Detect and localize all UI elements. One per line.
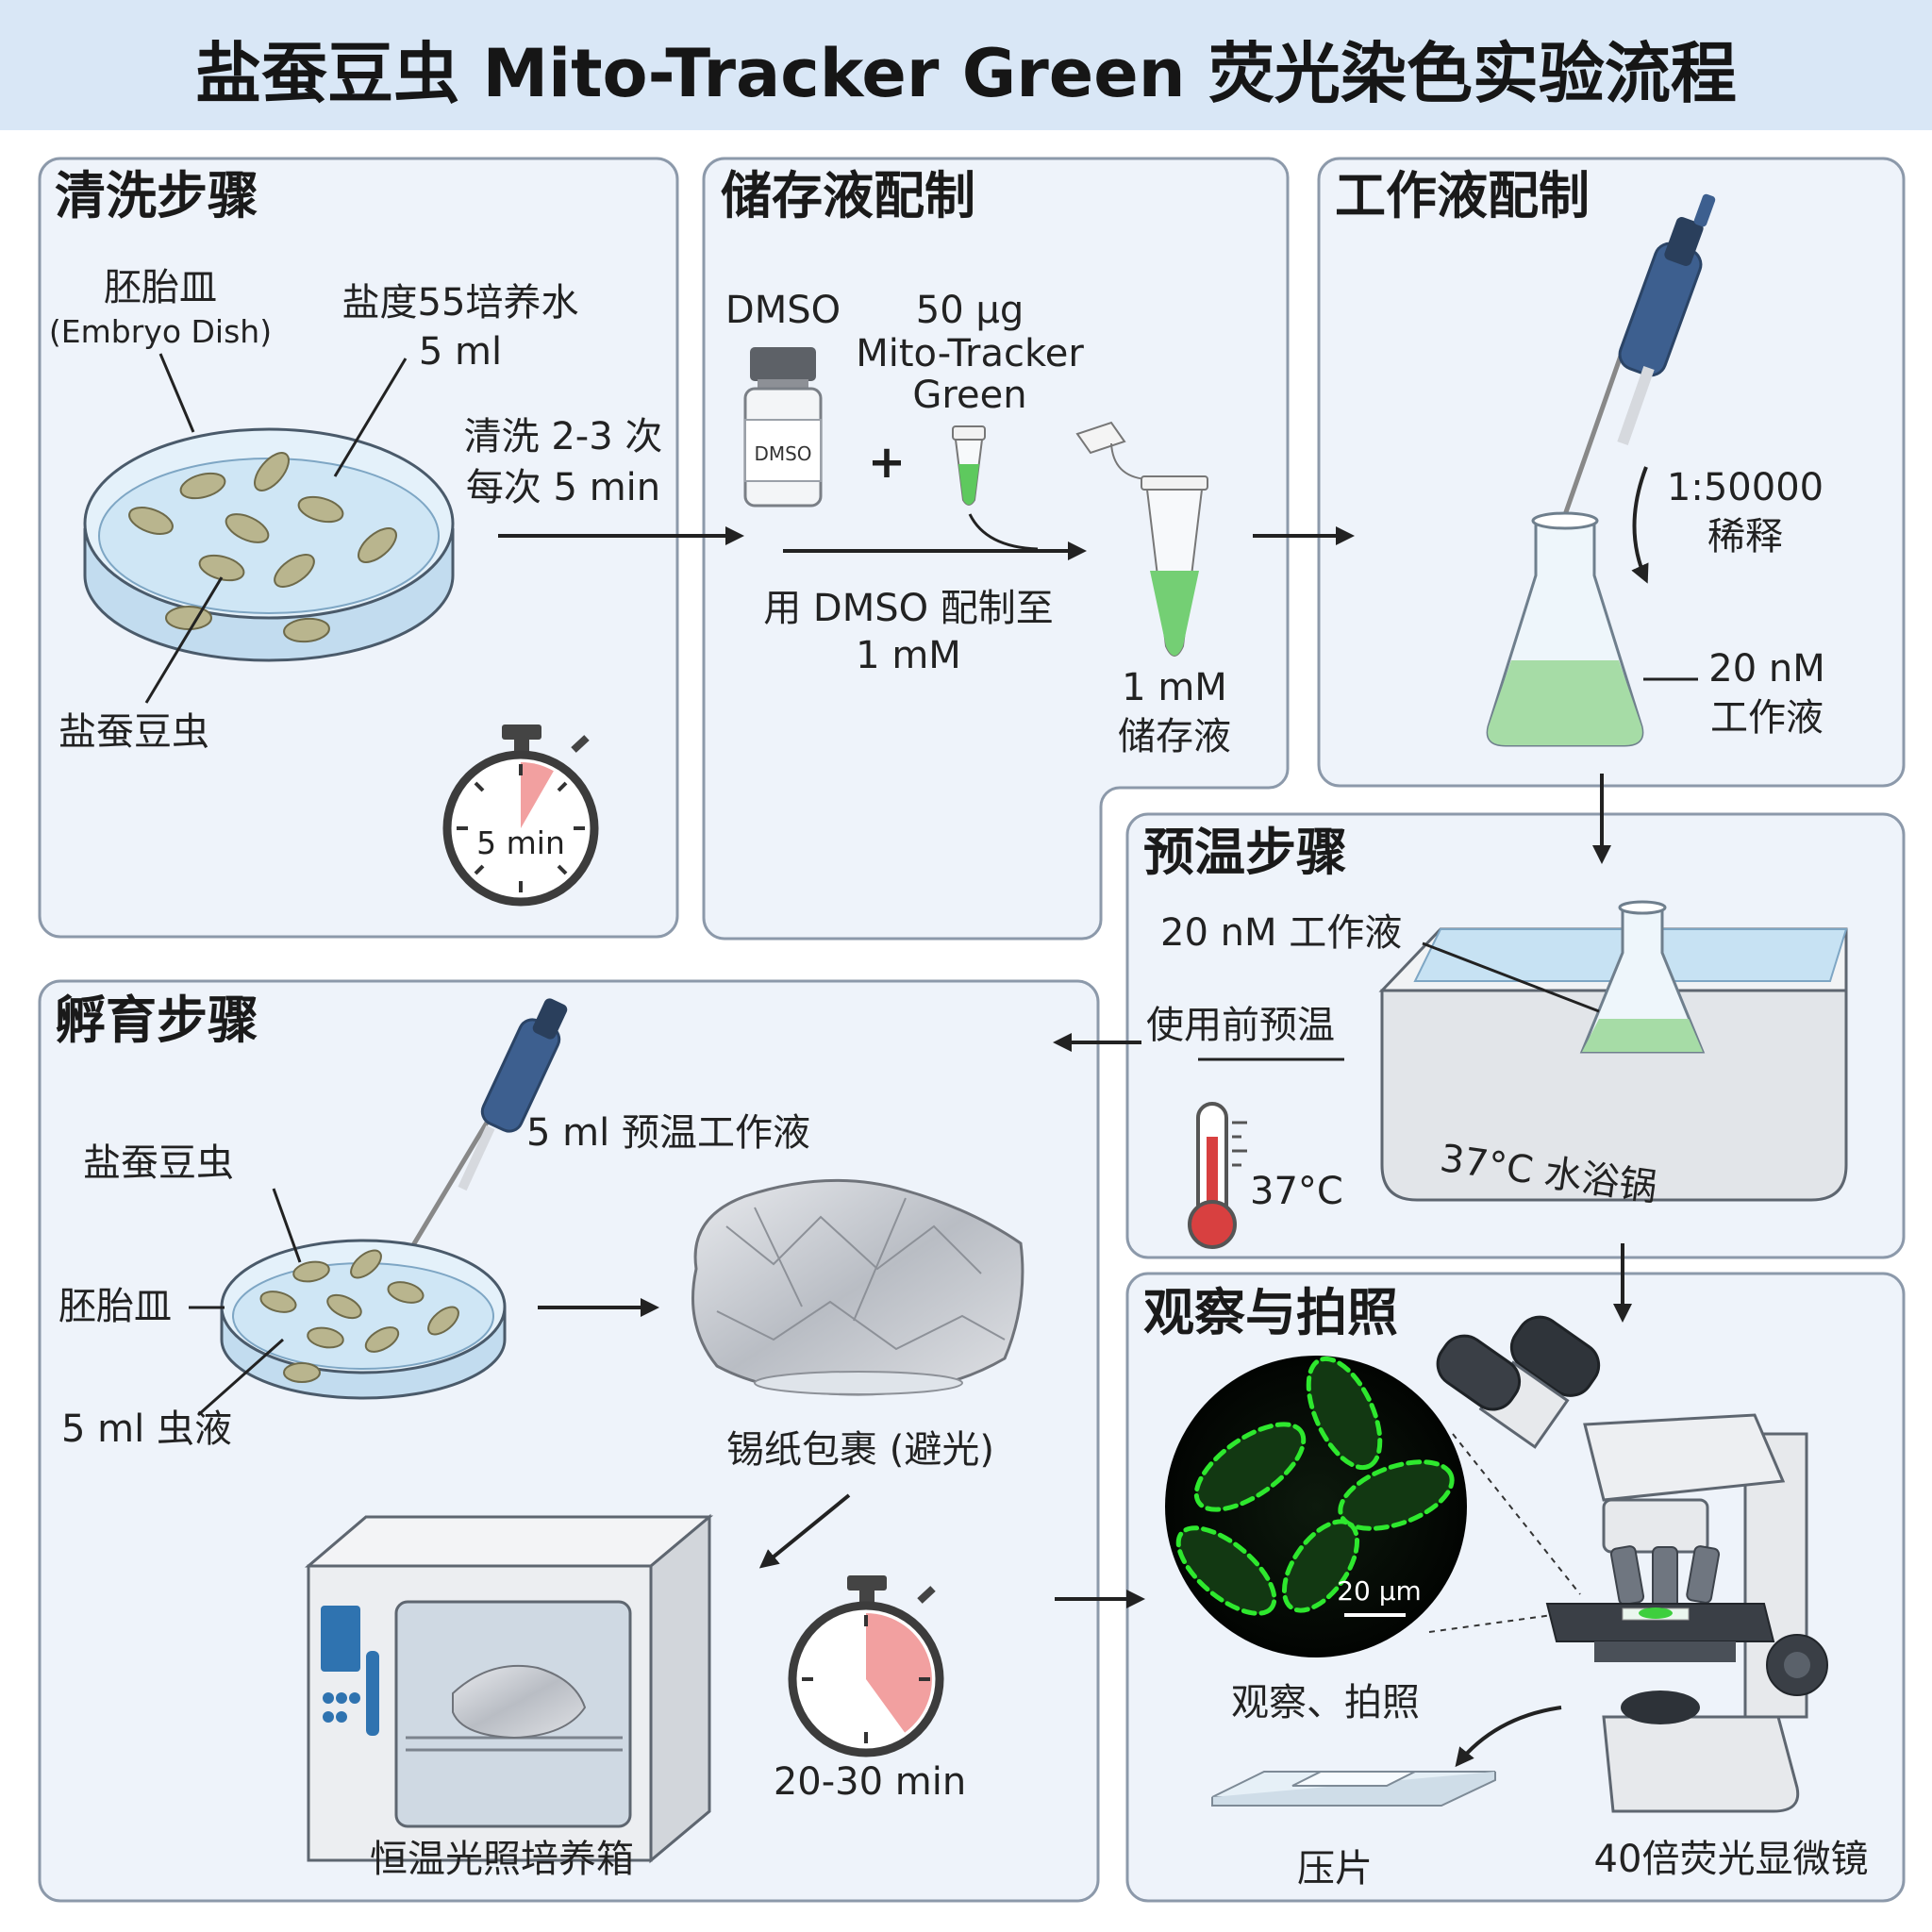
panel-title-wash: 清洗步骤 bbox=[55, 166, 258, 225]
water-volume: 5 ml bbox=[418, 330, 503, 374]
foil-wrapped-dish-icon bbox=[691, 1178, 1024, 1396]
add-working-label: 5 ml 预温工作液 bbox=[526, 1111, 810, 1155]
plus-sign: + bbox=[867, 436, 907, 489]
page-title: 盐蚕豆虫 Mito-Tracker Green 荧光染色实验流程 bbox=[195, 35, 1737, 112]
incubate-liquid-label: 5 ml 虫液 bbox=[61, 1407, 232, 1451]
microscope-icon bbox=[1436, 1315, 1828, 1813]
stock-tube-icon bbox=[1075, 421, 1208, 657]
reagent-tube-icon bbox=[952, 425, 986, 506]
wash-timer-label: 5 min bbox=[476, 824, 565, 861]
incubator-icon bbox=[304, 1513, 714, 1864]
panel-title-incubate: 孵育步骤 bbox=[55, 991, 258, 1050]
thermometer-temp: 37°C bbox=[1250, 1170, 1343, 1213]
incubator-label: 恒温光照培养箱 bbox=[370, 1838, 634, 1881]
wash-times: 清洗 2-3 次 bbox=[463, 415, 663, 458]
dilution-label: 稀释 bbox=[1707, 515, 1783, 558]
working-pipette-icon bbox=[1544, 193, 1716, 567]
slide-label: 压片 bbox=[1297, 1847, 1373, 1890]
panel-title-observe: 观察与拍照 bbox=[1143, 1283, 1398, 1342]
dish-label: 胚胎皿 bbox=[104, 266, 217, 309]
stock-solution-line1: 1 mM bbox=[1122, 666, 1227, 709]
incubation-timer-icon bbox=[788, 1575, 944, 1757]
water-bath-icon bbox=[1378, 927, 1848, 1202]
thermometer-icon bbox=[1188, 1102, 1247, 1249]
panel-title-stock: 储存液配制 bbox=[721, 166, 975, 225]
dish-label-en: (Embryo Dish) bbox=[48, 313, 273, 350]
bath-flask-icon bbox=[1579, 900, 1706, 1054]
panel-stock bbox=[702, 157, 1290, 941]
vial-label: DMSO bbox=[754, 442, 812, 465]
prewarm-note: 使用前预温 bbox=[1146, 1004, 1335, 1047]
incubate-dish-label: 胚胎皿 bbox=[58, 1285, 172, 1328]
incubation-time: 20-30 min bbox=[773, 1760, 967, 1804]
reagent-name-line2: Green bbox=[912, 374, 1027, 417]
dmso-vial-icon bbox=[743, 347, 823, 508]
timer-icon bbox=[442, 724, 599, 907]
dmso-label: DMSO bbox=[724, 289, 841, 332]
flask-icon bbox=[1486, 511, 1644, 747]
arrow-foil-to-incubator bbox=[758, 1493, 851, 1569]
stock-solution-line2: 储存液 bbox=[1118, 715, 1231, 758]
observe-action-label: 观察、拍照 bbox=[1231, 1681, 1420, 1724]
panel-title-working: 工作液配制 bbox=[1335, 166, 1590, 225]
working-conc: 20 nM bbox=[1708, 647, 1825, 691]
working-label: 工作液 bbox=[1710, 696, 1824, 740]
organism-icons bbox=[128, 452, 397, 643]
slide-icon bbox=[1211, 1771, 1496, 1807]
incubate-organism-icons bbox=[259, 1249, 459, 1383]
organism-label: 盐蚕豆虫 bbox=[58, 710, 209, 754]
title-banner bbox=[0, 0, 1932, 130]
reagent-name-line1: Mito-Tracker bbox=[856, 332, 1084, 375]
water-label: 盐度55培养水 bbox=[341, 281, 579, 325]
panel-title-prewarm: 预温步骤 bbox=[1143, 823, 1347, 882]
reagent-amount: 50 μg bbox=[915, 289, 1024, 332]
wash-leader-lines bbox=[144, 353, 408, 704]
panel-working bbox=[1317, 157, 1906, 788]
microscope-label: 40倍荧光显微镜 bbox=[1593, 1838, 1869, 1881]
wash-each: 每次 5 min bbox=[465, 466, 661, 509]
prewarm-working-label: 20 nM 工作液 bbox=[1160, 911, 1403, 955]
scale-bar-label: 20 μm bbox=[1337, 1575, 1422, 1607]
fluorescence-image-icon bbox=[1165, 1356, 1467, 1657]
prep-instruction-line1: 用 DMSO 配制至 bbox=[763, 587, 1054, 630]
foil-label: 锡纸包裹 (避光) bbox=[726, 1428, 994, 1472]
incubate-pipette-icon bbox=[393, 998, 568, 1275]
prep-instruction-line2: 1 mM bbox=[856, 634, 961, 677]
incubate-organism-label: 盐蚕豆虫 bbox=[83, 1141, 234, 1185]
dilution-ratio: 1:50000 bbox=[1666, 466, 1824, 509]
